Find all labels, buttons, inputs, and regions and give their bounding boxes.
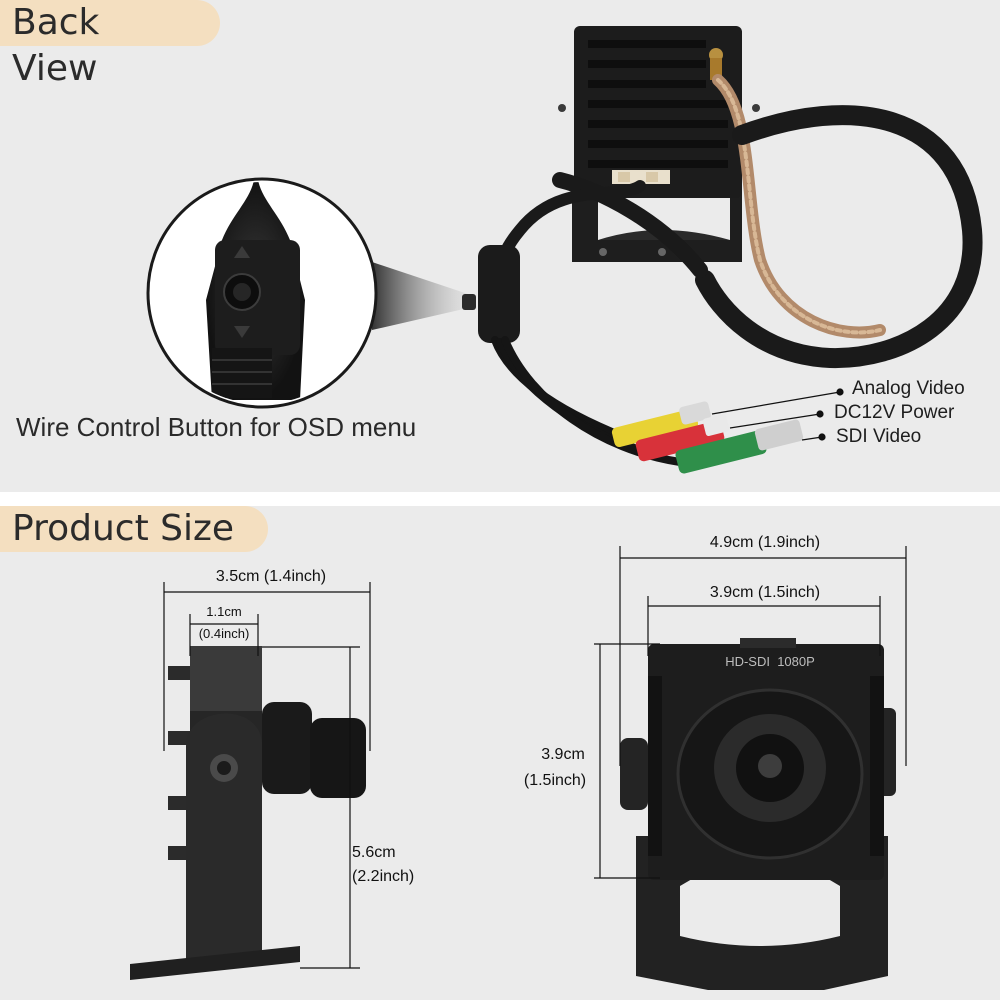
camera-body-back [558, 26, 760, 262]
dim-front-width-inner: 3.9cm (1.5inch) [709, 584, 821, 601]
rca-yellow-connector [611, 401, 711, 448]
camera-side-view [130, 646, 366, 980]
product-size-panel: Product Size 3.5cm (1.4inch) 1.1cm (0.4i… [0, 506, 1000, 1000]
rca-red-connector [635, 414, 730, 462]
bnc-green-connector [675, 419, 804, 474]
section-title-back-view: Back View [0, 0, 220, 89]
dim-side-height-in: (2.2inch) [352, 868, 415, 885]
osd-button-caption: Wire Control Button for OSD menu [16, 412, 417, 442]
dim-side-height-cm: 5.6cm [352, 844, 396, 861]
zoom-inset [146, 177, 378, 409]
dim-lens-cm: 1.1cm [206, 604, 242, 619]
dim-lens-in: (0.4inch) [198, 626, 250, 641]
camera-model-label: HD-SDI 1080P [725, 654, 815, 669]
dim-front-height-cm: 3.9cm [541, 746, 585, 763]
back-view-illustration [146, 26, 983, 474]
side-dimension-lines [163, 582, 371, 969]
zoom-cone [372, 262, 468, 330]
dim-front-width-outer: 4.9cm (1.9inch) [709, 534, 821, 551]
callout-sdi-video: SDI Video [836, 426, 922, 447]
product-size-illustration [130, 546, 907, 990]
callout-analog-video: Analog Video [852, 378, 965, 399]
camera-front-view [620, 638, 896, 990]
back-view-panel: Back View Wire Control Button for OSD me… [0, 0, 1000, 492]
callout-dc12v-power: DC12V Power [834, 402, 955, 423]
dim-front-height-in: (1.5inch) [523, 772, 587, 789]
front-dimension-lines [594, 546, 907, 879]
dim-side-width: 3.5cm (1.4inch) [215, 568, 327, 585]
callout-lines [711, 388, 844, 441]
section-title-product-size: Product Size [0, 506, 268, 552]
cable-harness [462, 74, 983, 466]
